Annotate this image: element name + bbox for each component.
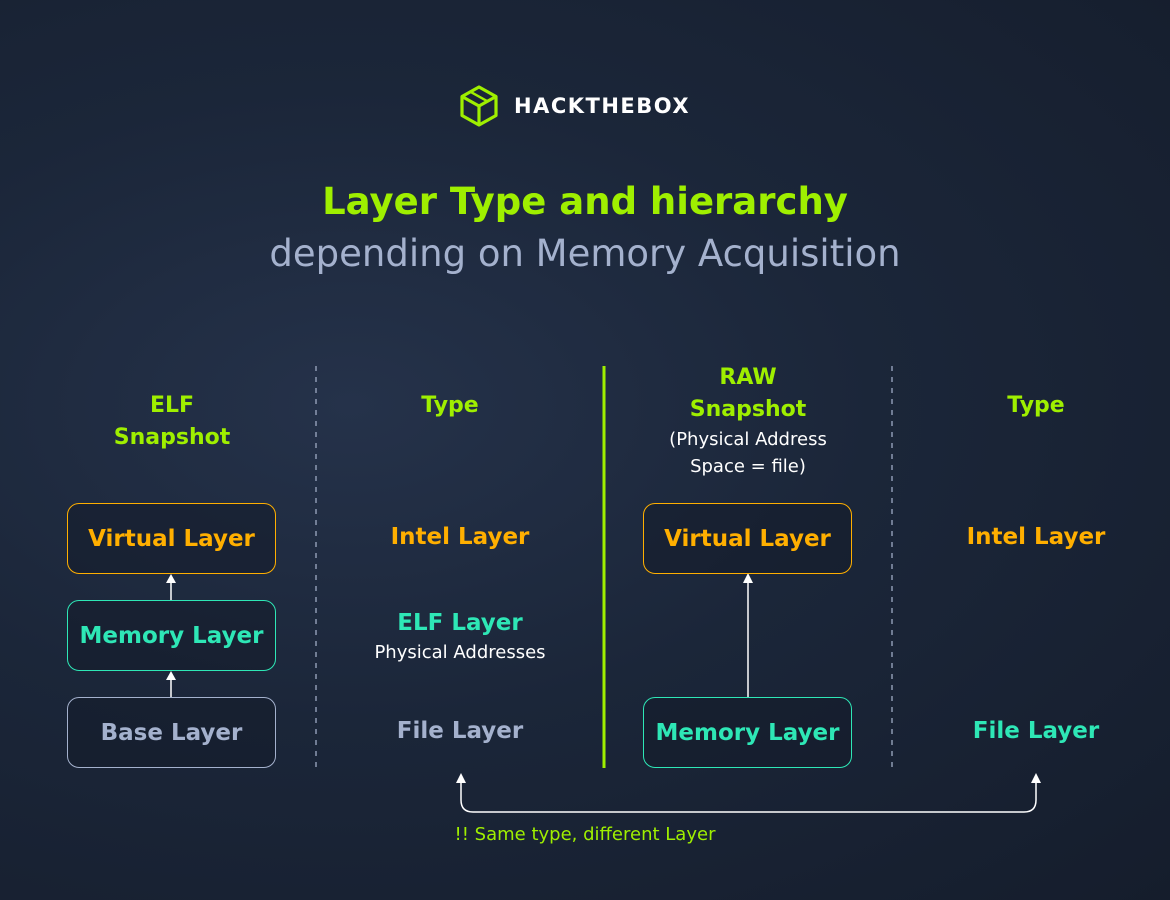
elf-snapshot-header: ELF Snapshot — [72, 390, 272, 454]
raw-header-note-line1: (Physical Address — [669, 429, 827, 450]
raw-header-note-line2: Space = file) — [690, 456, 806, 477]
arrowhead-memory-to-virtual — [166, 574, 176, 583]
arrowhead-raw-memory-to-virtual — [743, 573, 753, 583]
elf-base-layer-box: Base Layer — [67, 697, 276, 768]
elf-memory-layer-box: Memory Layer — [67, 600, 276, 671]
elf-header-line2: Snapshot — [113, 425, 231, 450]
bracket-same-type — [460, 780, 1037, 813]
raw-snapshot-header: RAW Snapshot (Physical Address Space = f… — [638, 362, 858, 480]
elf-type-header: Type — [421, 393, 479, 418]
brand-name: HACKTHEBOX — [514, 94, 691, 118]
raw-file-layer-type: File Layer — [972, 718, 1100, 744]
elf-layer-physical-addresses-note: Physical Addresses — [374, 642, 546, 663]
elf-virtual-layer-box: Virtual Layer — [67, 503, 276, 574]
bracket-arrowhead-left — [456, 773, 466, 783]
bracket-arrowhead-right — [1031, 773, 1041, 783]
elf-elf-layer-type: ELF Layer — [397, 610, 523, 636]
page-subtitle: depending on Memory Acquisition — [269, 232, 901, 275]
elf-file-layer-type: File Layer — [396, 718, 524, 744]
hackthebox-cube-icon — [460, 85, 498, 127]
raw-header-line2: Snapshot — [689, 397, 807, 422]
elf-header-line1: ELF — [149, 393, 195, 418]
brand: HACKTHEBOX — [458, 84, 690, 128]
raw-virtual-layer-box: Virtual Layer — [643, 503, 852, 574]
elf-intel-layer-type: Intel Layer — [390, 524, 530, 550]
page-title: Layer Type and hierarchy — [322, 180, 848, 223]
raw-type-header: Type — [1007, 393, 1065, 418]
arrowhead-base-to-memory — [166, 671, 176, 680]
raw-intel-layer-type: Intel Layer — [966, 524, 1106, 550]
raw-memory-layer-box: Memory Layer — [643, 697, 852, 768]
raw-header-line1: RAW — [719, 365, 777, 390]
same-type-different-layer-note: !! Same type, different Layer — [454, 824, 716, 845]
